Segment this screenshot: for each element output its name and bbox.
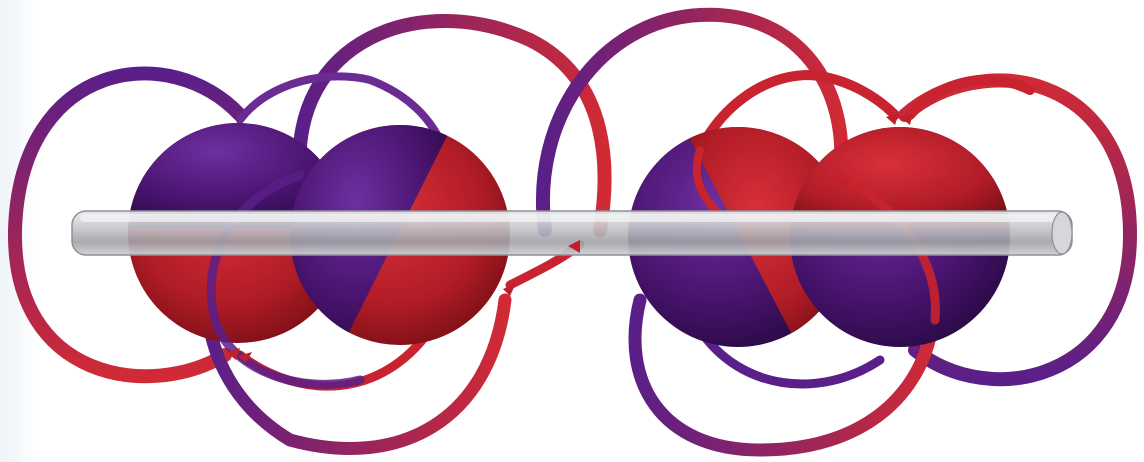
field-arc xyxy=(910,80,1030,115)
rod xyxy=(72,211,1072,255)
